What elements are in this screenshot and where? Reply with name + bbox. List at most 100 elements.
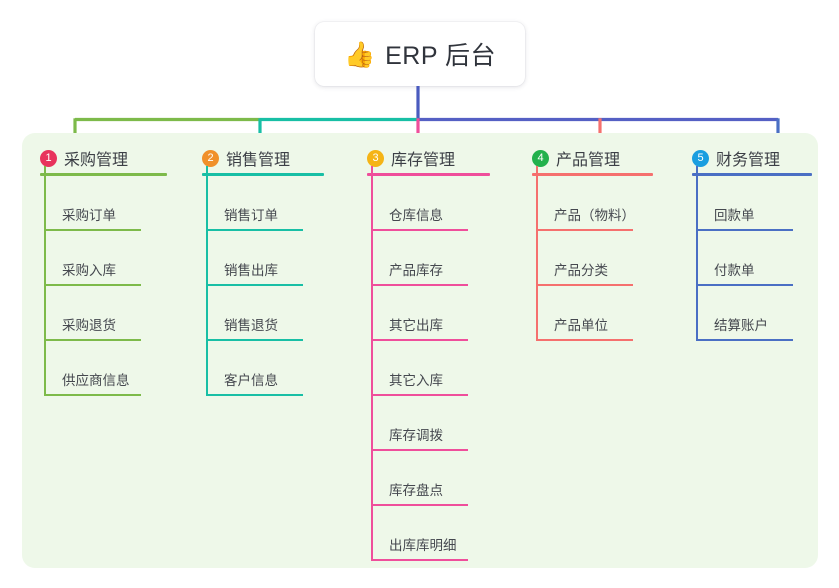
item-label: 结算账户: [714, 318, 768, 333]
column-items: 仓库信息产品库存其它出库其它入库库存调拨库存盘点出库库明细: [367, 166, 512, 561]
list-item[interactable]: 产品单位: [532, 286, 672, 341]
item-label: 其它出库: [389, 318, 443, 333]
item-label: 销售退货: [224, 318, 278, 333]
item-connector-stem: [206, 286, 208, 341]
list-item[interactable]: 回款单: [692, 166, 818, 231]
column-index-badge: 5: [692, 149, 709, 167]
list-item[interactable]: 采购订单: [40, 166, 187, 231]
column-title: 财务管理: [716, 152, 781, 169]
column-items: 回款单付款单结算账户: [692, 166, 818, 341]
item-rule: [44, 229, 141, 231]
item-connector-stem: [696, 231, 698, 286]
item-label: 仓库信息: [389, 208, 443, 223]
item-label: 产品库存: [389, 263, 443, 278]
item-connector-stem: [44, 231, 46, 286]
item-rule: [536, 339, 633, 341]
list-item[interactable]: 其它出库: [367, 286, 512, 341]
list-item[interactable]: 销售退货: [202, 286, 347, 341]
item-rule: [206, 339, 303, 341]
item-rule: [206, 284, 303, 286]
list-item[interactable]: 其它入库: [367, 341, 512, 396]
column-header-rule: [40, 173, 167, 176]
column-title: 采购管理: [64, 152, 129, 169]
column-header-rule: [692, 173, 812, 176]
list-item[interactable]: 出库库明细: [367, 506, 512, 561]
item-label: 采购订单: [62, 208, 116, 223]
item-rule: [44, 284, 141, 286]
list-item[interactable]: 产品分类: [532, 231, 672, 286]
column-index-badge: 3: [367, 149, 384, 167]
item-connector-stem: [44, 166, 46, 231]
column-采购管理: 1 采购管理采购订单采购入库采购退货供应商信息: [22, 133, 187, 568]
item-connector-stem: [206, 341, 208, 396]
list-item[interactable]: 仓库信息: [367, 166, 512, 231]
item-label: 产品（物料）: [554, 208, 635, 223]
list-item[interactable]: 采购入库: [40, 231, 187, 286]
list-item[interactable]: 结算账户: [692, 286, 818, 341]
column-items: 采购订单采购入库采购退货供应商信息: [40, 166, 187, 396]
column-items: 销售订单销售出库销售退货客户信息: [202, 166, 347, 396]
item-rule: [371, 449, 468, 451]
column-title: 库存管理: [391, 152, 456, 169]
diagram-panel: [22, 133, 818, 568]
item-rule: [371, 559, 468, 561]
column-items: 产品（物料） 产品分类产品单位: [532, 166, 672, 341]
column-header-rule: [202, 173, 324, 176]
list-item[interactable]: 销售出库: [202, 231, 347, 286]
item-rule: [206, 229, 303, 231]
item-rule: [696, 284, 793, 286]
list-item[interactable]: 产品（物料）: [532, 166, 672, 231]
item-label: 其它入库: [389, 373, 443, 388]
list-item[interactable]: 客户信息: [202, 341, 347, 396]
list-item[interactable]: 供应商信息: [40, 341, 187, 396]
item-label: 产品分类: [554, 263, 608, 278]
item-connector-stem: [536, 286, 538, 341]
list-item[interactable]: 销售订单: [202, 166, 347, 231]
item-connector-stem: [206, 166, 208, 231]
item-label: 库存盘点: [389, 483, 443, 498]
item-label: 付款单: [714, 263, 755, 278]
column-header[interactable]: 1 采购管理: [40, 133, 187, 173]
item-label: 供应商信息: [62, 373, 130, 388]
item-connector-stem: [696, 166, 698, 231]
column-index-badge: 2: [202, 149, 219, 167]
list-item[interactable]: 库存调拨: [367, 396, 512, 451]
column-库存管理: 3 库存管理仓库信息产品库存其它出库其它入库库存调拨库存盘点出库库明细: [347, 133, 512, 568]
item-connector-stem: [44, 286, 46, 341]
item-connector-stem: [536, 166, 538, 231]
item-connector-stem: [371, 231, 373, 286]
item-rule: [536, 284, 633, 286]
item-connector-stem: [696, 286, 698, 341]
list-item[interactable]: 付款单: [692, 231, 818, 286]
item-rule: [44, 339, 141, 341]
item-label: 库存调拨: [389, 428, 443, 443]
item-rule: [206, 394, 303, 396]
item-connector-stem: [371, 286, 373, 341]
item-rule: [536, 229, 633, 231]
item-label: 出库库明细: [389, 538, 457, 553]
column-header[interactable]: 5 财务管理: [692, 133, 818, 173]
item-label: 回款单: [714, 208, 755, 223]
column-header[interactable]: 3 库存管理: [367, 133, 512, 173]
item-rule: [371, 284, 468, 286]
item-rule: [696, 229, 793, 231]
item-connector-stem: [371, 166, 373, 231]
root-node-card[interactable]: 👍 ERP 后台: [315, 22, 525, 86]
item-label: 销售出库: [224, 263, 278, 278]
item-label: 采购退货: [62, 318, 116, 333]
item-label: 客户信息: [224, 373, 278, 388]
list-item[interactable]: 库存盘点: [367, 451, 512, 506]
item-connector-stem: [206, 231, 208, 286]
column-index-badge: 1: [40, 149, 57, 167]
item-rule: [371, 394, 468, 396]
list-item[interactable]: 采购退货: [40, 286, 187, 341]
column-header-rule: [367, 173, 490, 176]
root-node-label: ERP 后台: [385, 42, 497, 70]
list-item[interactable]: 产品库存: [367, 231, 512, 286]
item-rule: [371, 229, 468, 231]
